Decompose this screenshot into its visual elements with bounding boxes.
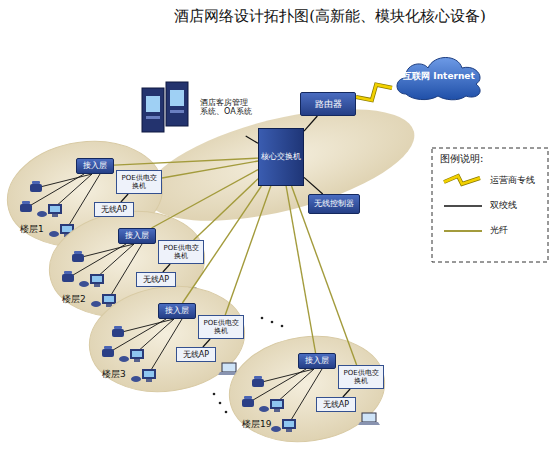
router-box: 路由器 <box>300 92 356 116</box>
cloud-outline <box>397 58 480 100</box>
node-label: 接入层 <box>125 231 149 240</box>
phone-icon <box>30 181 42 192</box>
connector-line <box>356 85 392 101</box>
legend-heading: 图例说明: <box>440 152 483 166</box>
wireless-ap: 无线AP <box>176 347 216 362</box>
phone-icon <box>112 326 124 337</box>
poe-switch: POE供电交换机 <box>158 240 204 264</box>
floor-zone: 接入层 POE供电交换机无线AP 楼层3 <box>86 283 248 395</box>
node-label: 核心交换机 <box>261 152 301 161</box>
diagram-title: 酒店网络设计拓扑图(高新能、模块化核心设备) <box>150 7 510 26</box>
node-label: 无线AP <box>143 275 169 284</box>
twisted-connector <box>304 116 317 131</box>
wireless-ap: 无线AP <box>136 272 176 287</box>
phone-icon <box>20 201 32 212</box>
floor-wiring <box>68 244 142 300</box>
poe-switch: POE供电交换机 <box>198 315 244 339</box>
access-switch: 接入层 <box>298 353 336 369</box>
legend-carrier-sample <box>444 176 480 184</box>
node-label: 互联网 Internet <box>403 71 475 81</box>
wireless-ap: 无线AP <box>94 202 134 217</box>
legend-box <box>432 148 548 262</box>
node-label: 无线AP <box>323 400 349 409</box>
node-label: 接入层 <box>83 161 107 170</box>
server-panel <box>146 96 160 112</box>
floor-wiring <box>248 369 322 425</box>
laptop-icon <box>358 413 380 425</box>
phone-icon <box>62 271 74 282</box>
node-label: 无线控制器 <box>314 199 354 208</box>
connector-line <box>304 177 323 194</box>
node-label: 路由器 <box>315 99 342 109</box>
carrier-outline <box>356 85 392 101</box>
node-label: 无线AP <box>183 350 209 359</box>
pc-icon <box>259 399 284 412</box>
pc-icon <box>119 349 144 362</box>
node-label: POE供电交换机 <box>341 369 381 385</box>
pc-icon <box>131 369 156 382</box>
node-label: 无线AP <box>101 205 127 214</box>
floor-label: 楼层1 <box>20 224 44 234</box>
phone-icon <box>102 346 114 357</box>
node-label: POE供电交换机 <box>201 319 241 335</box>
floor-wiring <box>108 319 182 375</box>
legend-fiber-sample <box>444 230 482 232</box>
poe-switch: POE供电交换机 <box>116 170 162 194</box>
connector-line <box>194 179 258 240</box>
carrier-connector <box>356 85 392 101</box>
pc-icon <box>79 274 104 287</box>
pc-icon <box>91 294 116 307</box>
legend-carrier-sample <box>444 176 480 184</box>
connector-line <box>225 186 271 315</box>
phone-icon <box>252 376 264 387</box>
floor-outline <box>223 327 392 451</box>
twisted-connector <box>246 136 258 143</box>
floor-label: 楼层2 <box>62 294 86 304</box>
node-label: POE供电交换机 <box>119 174 159 190</box>
node-label: 接入层 <box>165 306 189 315</box>
wireless-controller: 无线控制器 <box>308 194 360 214</box>
pc-icon <box>271 419 296 432</box>
legend-text: 运营商专线 <box>490 174 535 187</box>
connector-line <box>304 116 317 131</box>
node-label: POE供电交换机 <box>161 244 201 260</box>
phone-icon <box>72 251 84 262</box>
poe-switch: POE供电交换机 <box>338 365 384 389</box>
server-group: 酒店客房管理系统、OA系统 <box>138 78 256 136</box>
legend-text: 双绞线 <box>490 199 517 212</box>
legend-twisted-sample <box>444 205 482 207</box>
fiber-connector <box>225 186 271 315</box>
floor-outline <box>83 277 252 402</box>
wireless-ap: 无线AP <box>316 397 356 412</box>
node-label: 酒店客房管理系统、OA系统 <box>200 98 254 116</box>
server-panel <box>170 90 184 106</box>
connector-line <box>162 161 258 178</box>
access-switch: 接入层 <box>158 303 196 319</box>
fiber-connector <box>194 179 258 240</box>
access-switch: 接入层 <box>76 158 114 174</box>
core-switch: 核心交换机 <box>258 128 304 186</box>
twisted-connector <box>304 177 323 194</box>
fiber-connector <box>162 161 258 178</box>
core-zone <box>135 87 425 243</box>
pc-icon <box>37 204 62 217</box>
floor-zone: 接入层 POE供电交换机无线AP 楼层19 <box>226 333 388 445</box>
floor-label: 楼层19 <box>242 419 271 429</box>
internet-cloud: 互联网 Internet <box>392 50 486 102</box>
legend-text: 光纤 <box>490 224 508 237</box>
connector-line <box>152 170 258 228</box>
access-switch: 接入层 <box>118 228 156 244</box>
server-tower <box>142 88 164 132</box>
floor-label: 楼层3 <box>102 369 126 379</box>
server-tower <box>166 82 188 126</box>
server-slot <box>146 116 160 119</box>
server-slot <box>170 110 184 113</box>
fiber-connector <box>152 170 258 228</box>
connector-line <box>246 136 258 143</box>
node-label: 接入层 <box>305 356 329 365</box>
phone-icon <box>242 396 254 407</box>
